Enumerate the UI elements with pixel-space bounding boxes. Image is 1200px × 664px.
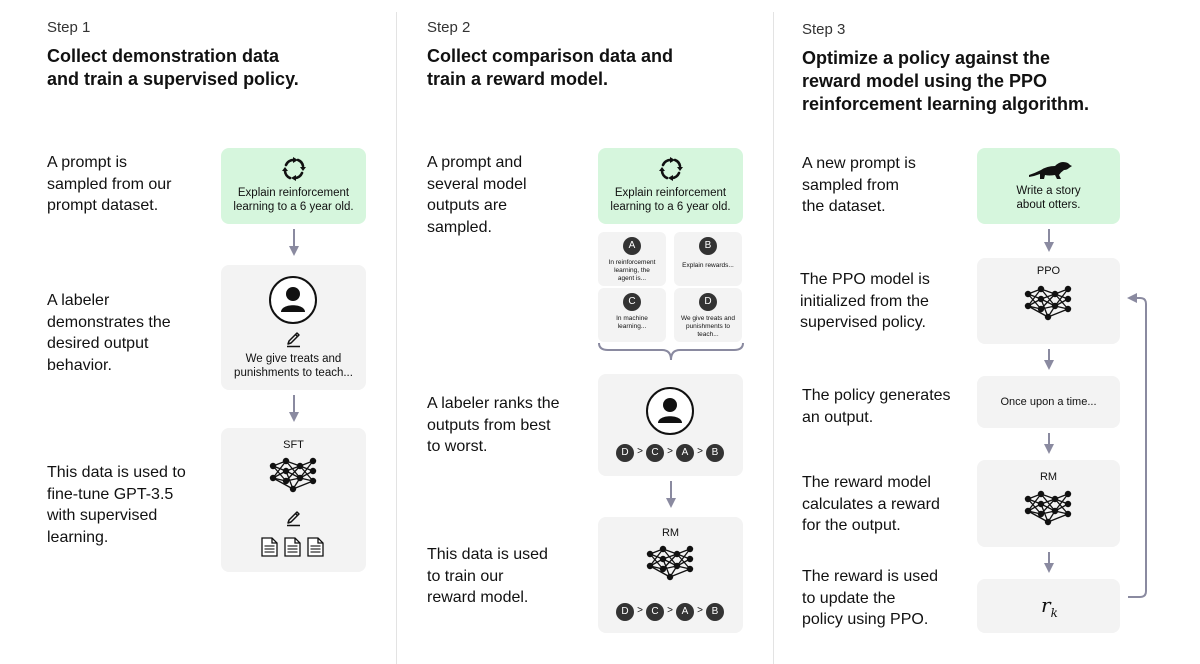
rank-sep: > xyxy=(667,446,673,457)
step1-demo-box: We give treats and punishments to teach.… xyxy=(221,265,366,390)
step1-prompt-text: Explain reinforcement learning to a 6 ye… xyxy=(233,187,354,213)
ppo-model-label: PPO xyxy=(1036,265,1061,277)
step2-desc-sample: A prompt and several model outputs are s… xyxy=(427,154,527,236)
neural-network-icon xyxy=(646,545,694,581)
rank-sep: > xyxy=(697,605,703,616)
step3-output-text: Once upon a time... xyxy=(1000,396,1097,408)
step2-prompt-box: Explain reinforcement learning to a 6 ye… xyxy=(598,148,743,224)
step2-desc-rank: A labeler ranks the outputs from best to… xyxy=(427,395,560,455)
recycle-arrows-icon xyxy=(282,157,306,181)
output-text: We give treats and punishments to teach.… xyxy=(680,315,736,338)
reward-subscript: k xyxy=(1050,606,1058,620)
step1-demo-text: We give treats and punishments to teach.… xyxy=(234,353,353,379)
rm-model-label: RM xyxy=(661,527,680,539)
rank-badge: A xyxy=(676,444,694,462)
column-divider xyxy=(396,12,397,664)
step3-desc-update: The reward is used to update the policy … xyxy=(802,568,939,628)
flow-arrow xyxy=(1044,349,1054,370)
flow-arrow xyxy=(1044,552,1054,573)
rank-badge: B xyxy=(706,444,724,462)
output-text: In machine learning... xyxy=(616,315,648,330)
output-text: Explain rewards... xyxy=(682,262,734,269)
flow-arrow xyxy=(1044,433,1054,454)
document-stack xyxy=(261,537,331,557)
rank-badge: B xyxy=(706,603,724,621)
column-divider xyxy=(773,12,774,664)
rank-badge: C xyxy=(646,603,664,621)
ranking-row: D > C > A > B xyxy=(616,444,726,462)
step2-title: Collect comparison data and train a rewa… xyxy=(427,46,674,89)
step1-desc-demo: A labeler demonstrates the desired outpu… xyxy=(47,292,171,374)
step1-title: Collect demonstration data and train a s… xyxy=(47,46,299,89)
user-icon xyxy=(269,276,317,324)
step3-desc-reward: The reward model calculates a reward for… xyxy=(802,474,940,534)
neural-network-icon xyxy=(1024,285,1072,321)
step3-output-box: Once upon a time... xyxy=(977,376,1120,428)
step1-sft-box: SFT xyxy=(221,428,366,572)
step2-rank-box: D > C > A > B xyxy=(598,374,743,476)
flow-arrow xyxy=(289,395,299,422)
step3-desc-prompt: A new prompt is sampled from the dataset… xyxy=(802,155,916,215)
output-letter-badge: C xyxy=(623,293,641,311)
output-card-c: C In machine learning... xyxy=(598,288,666,342)
step3-prompt-box: Write a story about otters. xyxy=(977,148,1120,224)
rank-sep: > xyxy=(697,446,703,457)
step2-label: Step 2 xyxy=(427,19,471,36)
output-text: In reinforcement learning, the agent is.… xyxy=(608,259,656,282)
rm-model-label: RM xyxy=(1039,471,1058,483)
step3-desc-output: The policy generates an output. xyxy=(802,387,951,426)
step3-prompt-text: Write a story about otters. xyxy=(1016,185,1081,211)
rank-badge: D xyxy=(616,603,634,621)
rank-sep: > xyxy=(667,605,673,616)
output-letter-badge: B xyxy=(699,237,717,255)
step3-title: Optimize a policy against the reward mod… xyxy=(802,48,1090,114)
rank-badge: A xyxy=(676,603,694,621)
neural-network-icon xyxy=(269,457,317,493)
sft-model-label: SFT xyxy=(283,439,304,451)
document-icon xyxy=(307,537,324,557)
step3-desc-ppo: The PPO model is initialized from the su… xyxy=(800,271,930,331)
output-letter-badge: D xyxy=(699,293,717,311)
step1-label: Step 1 xyxy=(47,19,91,36)
step2-desc-train: This data is used to train our reward mo… xyxy=(427,546,548,606)
rank-badge: C xyxy=(646,444,664,462)
recycle-arrows-icon xyxy=(659,157,683,181)
user-icon xyxy=(646,387,694,435)
reward-symbol-r: r xyxy=(1041,593,1051,617)
step3-rm-box: RM xyxy=(977,460,1120,547)
flow-arrow xyxy=(666,481,676,508)
flow-arrow xyxy=(1044,229,1054,252)
output-card-d: D We give treats and punishments to teac… xyxy=(674,288,742,342)
rank-badge: D xyxy=(616,444,634,462)
rank-sep: > xyxy=(637,446,643,457)
ranking-row: D > C > A > B xyxy=(616,603,726,621)
flow-arrow xyxy=(289,229,299,256)
step1-desc-finetune: This data is used to fine-tune GPT-3.5 w… xyxy=(47,464,186,546)
step3-ppo-box: PPO xyxy=(977,258,1120,344)
step1-prompt-box: Explain reinforcement learning to a 6 ye… xyxy=(221,148,366,224)
step3-label: Step 3 xyxy=(802,21,846,38)
pencil-icon xyxy=(286,511,301,527)
rank-sep: > xyxy=(637,605,643,616)
feedback-arrow xyxy=(1127,293,1147,598)
neural-network-icon xyxy=(1024,490,1072,526)
otter-icon xyxy=(1029,162,1072,179)
step2-prompt-text: Explain reinforcement learning to a 6 ye… xyxy=(610,187,731,213)
output-card-a: A In reinforcement learning, the agent i… xyxy=(598,232,666,286)
step3-reward-box: rk xyxy=(977,579,1120,633)
output-letter-badge: A xyxy=(623,237,641,255)
reward-symbol: rk xyxy=(1041,593,1058,620)
step2-rm-box: RM D > C > A > B xyxy=(598,517,743,633)
pencil-icon xyxy=(286,332,301,348)
brace-icon xyxy=(598,342,744,361)
document-icon xyxy=(284,537,301,557)
document-icon xyxy=(261,537,278,557)
output-card-b: B Explain rewards... xyxy=(674,232,742,286)
step1-desc-prompt: A prompt is sampled from our prompt data… xyxy=(47,154,172,214)
